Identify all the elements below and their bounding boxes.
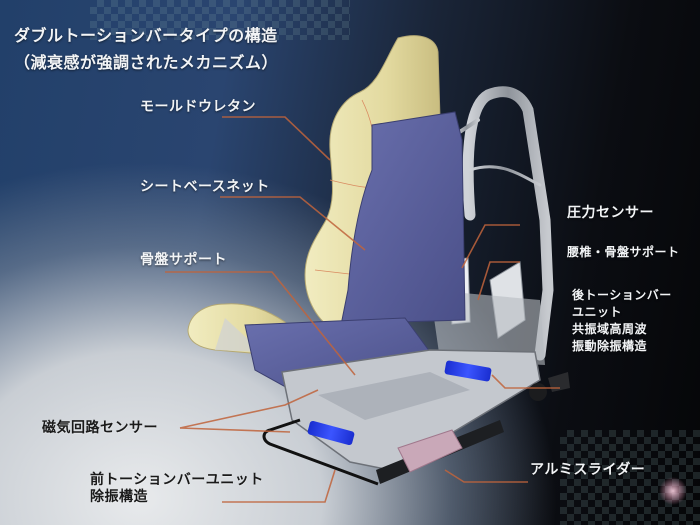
label-lumbar-pelvis-support: 腰椎・骨盤サポート xyxy=(567,245,680,259)
rear-damper xyxy=(444,360,492,382)
leader-lines xyxy=(165,116,560,503)
lever-knob xyxy=(529,383,547,401)
label-pressure-sensor: 圧力センサー xyxy=(567,205,654,221)
diagram-title: ダブルトーションバータイプの構造 xyxy=(14,26,278,45)
front-damper xyxy=(307,420,355,446)
label-rear-torsion-line3: 共振域高周波 xyxy=(572,322,648,336)
label-pelvis-support: 骨盤サポート xyxy=(140,252,227,268)
slider-frame xyxy=(262,349,541,486)
lens-flare xyxy=(659,477,687,505)
label-front-torsion-line2: 除振構造 xyxy=(90,489,148,505)
diagram-subtitle: （減衰感が強調されたメカニズム） xyxy=(14,53,279,72)
label-front-torsion-bar-unit: 前トーションバーユニット 除振構造 xyxy=(90,472,264,506)
label-seat-base-net: シートベースネット xyxy=(140,179,270,195)
label-magnetic-circuit-sensor: 磁気回路センサー xyxy=(42,420,158,436)
label-rear-torsion-line4: 振動除振構造 xyxy=(572,339,648,353)
background-checker-pattern xyxy=(90,0,350,40)
label-mold-urethane: モールドウレタン xyxy=(140,99,256,115)
label-aluminum-slider: アルミスライダー xyxy=(530,462,646,478)
label-rear-torsion-line1: 後トーションバー xyxy=(572,288,672,302)
felt-pad xyxy=(397,429,463,473)
label-front-torsion-line1: 前トーションバーユニット xyxy=(90,472,264,488)
backrest-net xyxy=(339,111,466,331)
label-rear-torsion-bar-unit: 後トーションバー ユニット 共振域高周波 振動除振構造 xyxy=(572,287,672,355)
label-rear-torsion-line2: ユニット xyxy=(572,305,623,319)
